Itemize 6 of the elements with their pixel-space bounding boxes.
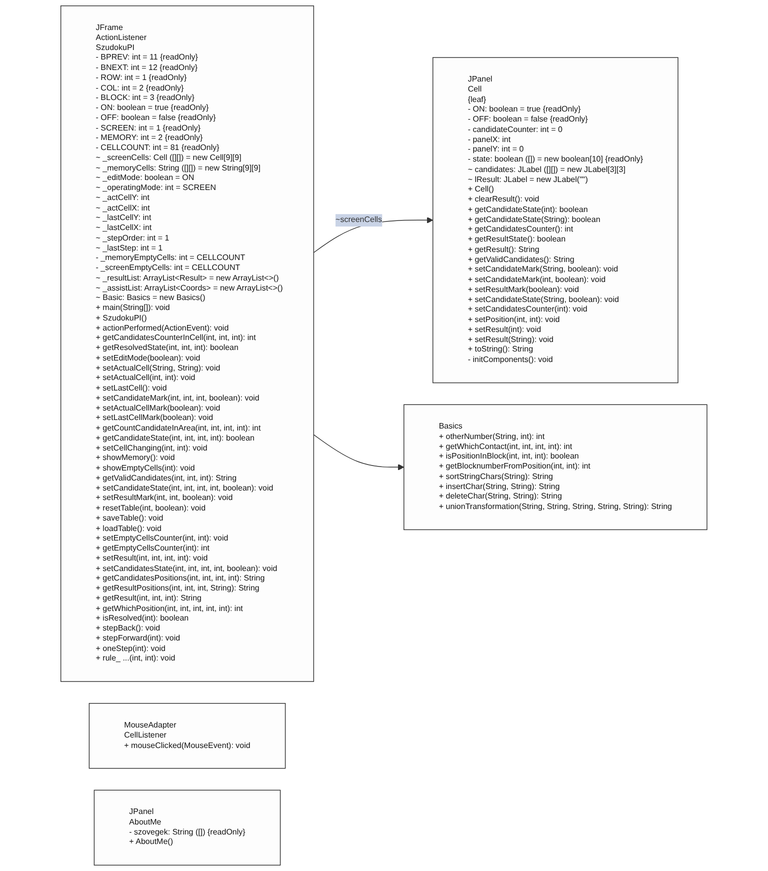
node-box — [94, 790, 281, 866]
node-box — [60, 5, 314, 682]
node-box — [404, 404, 708, 530]
node-box — [432, 57, 678, 384]
arrow — [313, 434, 404, 470]
node-box — [88, 702, 286, 769]
